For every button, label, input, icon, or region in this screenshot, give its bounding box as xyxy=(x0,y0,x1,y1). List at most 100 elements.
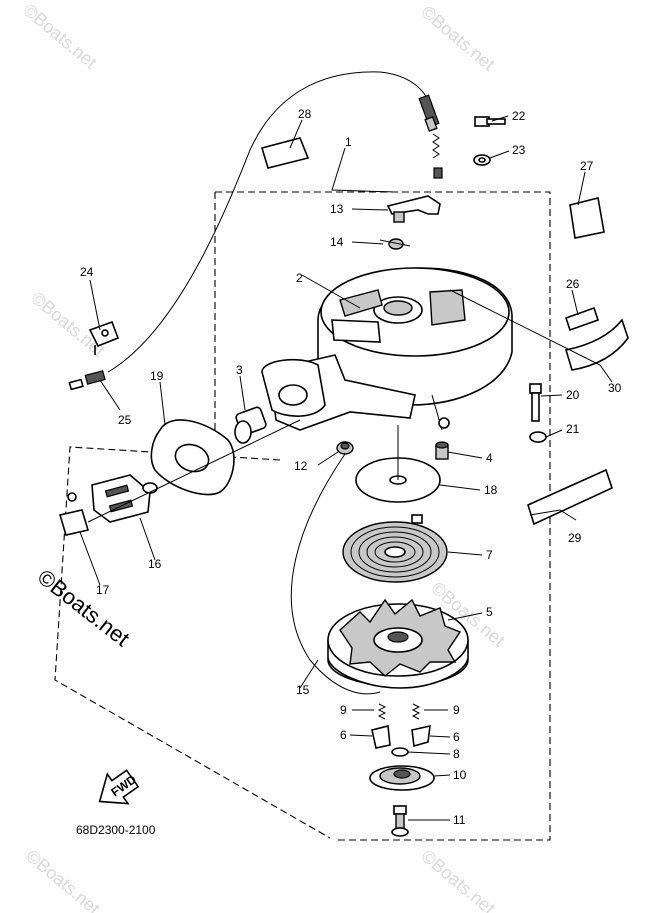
callout-10: 10 xyxy=(453,768,467,782)
leader-10 xyxy=(433,774,451,777)
fwd-arrow: FWD xyxy=(98,769,140,805)
callout-30: 30 xyxy=(608,381,622,395)
callouts: 1 2 3 4 5 6 6 7 8 9 9 10 11 12 13 14 15 … xyxy=(80,107,622,827)
starter-housing-2 xyxy=(261,267,513,431)
callout-14: 14 xyxy=(330,235,344,249)
callout-24: 24 xyxy=(80,265,94,279)
starter-rope xyxy=(87,419,301,523)
rope-grommet-3 xyxy=(234,406,267,444)
callout-6a: 6 xyxy=(340,728,347,742)
callout-1: 1 xyxy=(345,135,352,149)
collar-top xyxy=(435,441,449,449)
spring-coil xyxy=(388,238,404,250)
sheave-drum-5 xyxy=(327,598,469,689)
bolt-shank xyxy=(486,118,506,125)
leader-30 xyxy=(449,289,613,383)
callout-25: 25 xyxy=(118,413,132,427)
callout-21: 21 xyxy=(566,422,580,436)
cable-spring xyxy=(432,133,440,159)
bracket-hole xyxy=(101,329,109,337)
leader-5 xyxy=(447,612,483,621)
callout-6b: 6 xyxy=(453,730,460,744)
callout-12: 12 xyxy=(294,459,308,473)
callout-15: 15 xyxy=(296,683,310,697)
drawing-code: 68D2300-2100 xyxy=(76,823,156,837)
leader-6b xyxy=(429,735,451,738)
recoil-spring-7 xyxy=(342,514,448,583)
torsion-spring-14 xyxy=(379,238,411,250)
clip-eye xyxy=(67,492,77,502)
bolt-body xyxy=(395,813,405,829)
label-29 xyxy=(527,468,613,526)
leader-27 xyxy=(577,171,586,206)
housing-pad xyxy=(331,319,381,343)
leader-4 xyxy=(447,451,483,459)
callout-29: 29 xyxy=(568,531,582,545)
leader-25 xyxy=(99,379,121,411)
cable-end-assembly xyxy=(68,370,106,391)
callout-18: 18 xyxy=(484,483,498,497)
clip-8 xyxy=(391,747,409,757)
bolt-head xyxy=(393,805,407,815)
leader-8 xyxy=(407,751,451,755)
watermark-text: ©Boats.net xyxy=(22,846,103,913)
plate-hub xyxy=(393,769,411,779)
leader-6a xyxy=(349,734,373,737)
callout-28: 28 xyxy=(298,107,312,121)
cable-wire xyxy=(107,71,431,373)
pawl-left xyxy=(371,725,391,749)
decal-strip-30 xyxy=(564,318,629,371)
handle-cover-19 xyxy=(150,419,235,496)
cable-end-pin xyxy=(68,378,84,391)
bolt-flange xyxy=(391,827,409,837)
leader-17 xyxy=(79,531,101,586)
leader-15 xyxy=(299,659,319,689)
pawl-right xyxy=(411,724,431,748)
bolt-11 xyxy=(391,805,409,837)
copyright-watermark: ©Boats.net xyxy=(33,564,134,651)
washer-23-hole xyxy=(478,157,486,163)
pawl-springs-9 xyxy=(377,703,421,720)
leader-23 xyxy=(489,150,510,159)
callout-26: 26 xyxy=(566,277,580,291)
grommet-face xyxy=(234,420,252,444)
callout-5: 5 xyxy=(486,605,493,619)
callout-3: 3 xyxy=(236,363,243,377)
rope-guide-12 xyxy=(336,441,354,455)
pawls-6 xyxy=(371,724,431,749)
leader-18 xyxy=(439,484,481,491)
starter-rope-15 xyxy=(290,453,381,695)
callout-9b: 9 xyxy=(453,703,460,717)
leader-lines xyxy=(79,115,613,821)
callout-27: 27 xyxy=(580,159,594,173)
callout-9a: 9 xyxy=(340,703,347,717)
callout-8: 8 xyxy=(453,747,460,761)
housing-bolt-hole xyxy=(438,417,450,429)
guide-bore xyxy=(340,442,350,450)
callout-4: 4 xyxy=(486,451,493,465)
leader-3 xyxy=(239,375,246,411)
callout-2: 2 xyxy=(296,271,303,285)
leader-16 xyxy=(139,517,156,561)
watermark-text: ©Boats.net xyxy=(27,288,108,361)
leader-22 xyxy=(491,115,509,122)
leader-26 xyxy=(571,289,579,316)
callout-11: 11 xyxy=(453,813,466,827)
housing-rib-left xyxy=(339,289,383,317)
spring-plate-18 xyxy=(355,425,441,503)
handle-grip xyxy=(91,474,151,523)
bolt-shank xyxy=(531,392,540,422)
spring-coil-3 xyxy=(366,536,424,568)
handle-rope-boss xyxy=(142,482,158,494)
leader-13 xyxy=(351,208,389,211)
fwd-arrow-shape xyxy=(98,769,140,805)
drum-bore xyxy=(387,631,409,643)
bolt-20 xyxy=(529,383,542,422)
callout-22: 22 xyxy=(512,109,526,123)
callout-20: 20 xyxy=(566,388,580,402)
cable-sleeve xyxy=(424,116,438,132)
clip-body xyxy=(58,509,90,536)
spring-arm xyxy=(379,239,411,247)
watermark-text: ©Boats.net xyxy=(19,0,100,72)
lever-boss xyxy=(393,211,405,223)
